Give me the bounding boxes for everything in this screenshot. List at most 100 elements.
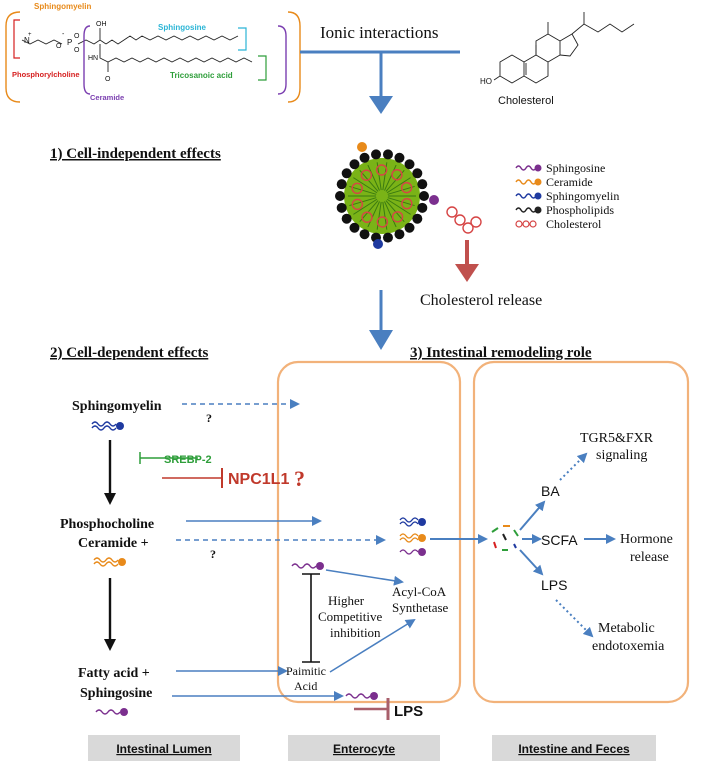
sphingosine-bracket: [238, 27, 247, 51]
micelle-tail: [384, 164, 397, 191]
tgr5-label: TGR5&FXR: [580, 431, 654, 446]
acyl-coa-label: Acyl-CoA: [392, 584, 447, 599]
micelle-cholesterol-ring: [361, 211, 373, 223]
lumen-sphingomyelin-label: Sphingomyelin: [72, 399, 162, 414]
micelle-phospholipid-head: [417, 202, 428, 213]
micelle-tail: [359, 169, 379, 192]
legend: SphingosineCeramideSphingomyelinPhosphol…: [515, 161, 619, 231]
palmitic-to-acyl-arrow: [329, 618, 416, 673]
micelle-phospholipid-head: [412, 168, 423, 179]
legend-label: Sphingosine: [546, 161, 605, 175]
inhibition-label: inhibition: [330, 625, 381, 640]
legend-icon-red-ring-chain: [515, 220, 537, 228]
svg-text:O: O: [74, 47, 80, 54]
micelle-phospholipid-head: [382, 149, 393, 160]
phosphorylcholine-label: Phosphorylcholine: [12, 70, 80, 79]
micelle-tail: [353, 198, 378, 215]
legend-icon-wavy-line-purple-dot: [515, 164, 542, 172]
synthetase-label: Synthetase: [392, 600, 449, 615]
lumen-ceramide-label: Ceramide +: [78, 536, 149, 551]
micelle-tail: [349, 185, 377, 195]
signaling-label: signaling: [596, 448, 647, 463]
micelle-tail: [386, 198, 411, 215]
micelle-sphingomyelin-head: [373, 239, 383, 249]
tricosanoic-label: Tricosanoic acid: [170, 71, 233, 80]
endotoxemia-label: endotoxemia: [592, 639, 665, 654]
micelle-phospholipid-head: [371, 149, 382, 160]
micelle-tail: [387, 185, 415, 195]
lumen-fatty-acid-label: Fatty acid +: [78, 666, 150, 681]
micelle-cholesterol-ring: [360, 169, 373, 181]
enterocyte-lps-label: LPS: [394, 703, 423, 720]
intestine-feces-panel: [472, 360, 690, 704]
enterocyte-panel: [276, 360, 462, 704]
micelle-phospholipid-head: [336, 202, 347, 213]
svg-text:O: O: [105, 76, 111, 83]
micelle-phospholipid-head: [419, 191, 429, 201]
phosphorylcholine-bracket: [13, 19, 20, 59]
feces-lps-label: LPS: [541, 577, 567, 593]
footer-intestinal-lumen: Intestinal Lumen: [116, 742, 211, 756]
micelle-ceramide-head: [357, 142, 367, 152]
micelle-tail: [367, 201, 380, 228]
ceramide-question: ?: [210, 547, 216, 561]
micelle-phospholipid-head: [341, 213, 352, 224]
ceramide-bracket: [83, 25, 91, 95]
micelle-phospholipid-head: [404, 222, 415, 233]
ionic-down-arrow-head: [369, 96, 393, 114]
legend-label: Sphingomyelin: [546, 189, 619, 203]
heading-cell-dependent: 2) Cell-dependent effects: [50, 345, 208, 361]
lps-to-metabolic-arrow: [555, 599, 594, 638]
sphingosine-to-acyl-arrow: [325, 569, 404, 586]
lumen-sphingomyelin-icon: [91, 421, 124, 431]
sphingomyelin-skeleton: [21, 28, 253, 72]
micelle-phospholipid-head: [404, 159, 415, 170]
micelle-tail: [386, 177, 411, 194]
micelle-phospholipid-head: [359, 152, 370, 163]
sphingosine-structure-label: Sphingosine: [158, 23, 207, 32]
srebp2-label: SREBP-2: [164, 454, 212, 466]
micelle-cholesterol-ring: [376, 216, 389, 228]
cholesterol-ho-label: HO: [480, 77, 492, 86]
cholesterol-structure-label: Cholesterol: [498, 95, 554, 107]
svg-text:HN: HN: [88, 55, 98, 62]
ba-label: BA: [541, 483, 560, 499]
svg-text:OH: OH: [96, 21, 107, 28]
to-lps-arrow: [519, 549, 544, 576]
microbiota-icon: [491, 525, 519, 551]
enterocyte-lipid-stack: [399, 517, 426, 556]
micelle-tail: [385, 200, 405, 223]
sphingomyelin-question: ?: [206, 411, 212, 425]
footer-box-feces: [492, 735, 656, 761]
micelle-phospholipid-head: [394, 229, 405, 240]
acid-label: Acid: [294, 679, 317, 693]
svg-text:O: O: [74, 33, 80, 40]
footer-intestine-feces: Intestine and Feces: [518, 742, 630, 756]
micelle-tail: [367, 164, 380, 191]
svg-text:+: +: [28, 32, 32, 38]
tricosanoic-bracket: [258, 55, 267, 81]
ba-to-tgr5-arrow: [559, 452, 588, 481]
higher-label: Higher: [328, 593, 365, 608]
enterocyte-sphingosine-icon: [291, 562, 324, 570]
sphingomyelin-structure: Sphingomyelin Phosphorylcholine N + O - …: [5, 2, 301, 103]
ceramide-structure-label: Ceramide: [90, 93, 124, 102]
micelle-cholesterol-ring: [351, 182, 363, 195]
lumen-sphingosine-label: Sphingosine: [80, 686, 152, 701]
lumen-phosphocholine-label: Phosphocholine: [60, 517, 154, 532]
enterocyte-lps-sphingosine-icon: [345, 692, 378, 700]
legend-label: Cholesterol: [546, 217, 602, 231]
metabolic-label: Metabolic: [598, 621, 655, 636]
npc1l1-question: ?: [294, 466, 305, 491]
footer-box-lumen: [88, 735, 240, 761]
micelle-tail: [384, 201, 397, 228]
lumen-ceramide-icon: [93, 557, 126, 567]
micelle-phospholipid-head: [417, 179, 428, 190]
micelle-phospholipid-head: [349, 159, 360, 170]
micelle-cholesterol-ring: [375, 164, 388, 176]
micelle-phospholipid-head: [341, 168, 352, 179]
micelle-phospholipid-head: [349, 222, 360, 233]
released-cholesterol-icon: [446, 206, 482, 234]
hormone-label: Hormone: [620, 532, 673, 547]
micelle-sphingosine-head: [429, 195, 439, 205]
